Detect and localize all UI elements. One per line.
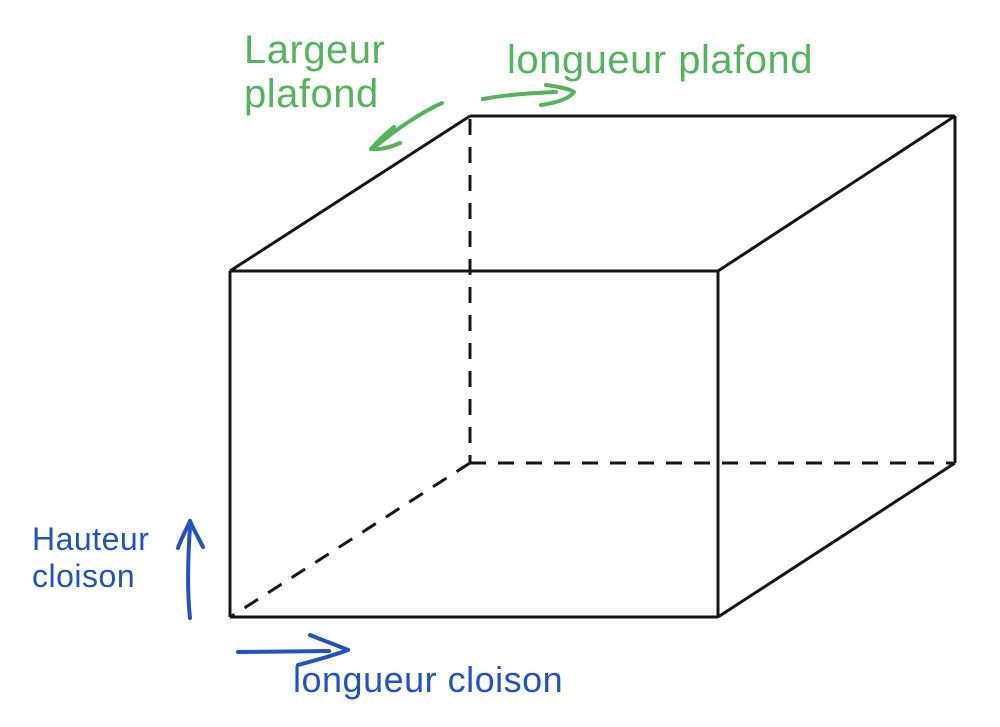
ceiling-width-arrow-shaft [374,101,444,148]
partition-height-arrow [176,519,205,620]
ceiling-length-arrow-head [539,83,576,107]
partition-height-label: Hauteur cloison [32,521,149,595]
ceiling-length-arrow-shaft [481,90,558,101]
ceiling-length-arrow [481,83,576,107]
edge-top-left-diagonal [229,114,471,273]
partition-length-label: longueur cloison [293,659,564,700]
partition-height-label-line2: cloison [32,558,136,595]
partition-height-label-line1: Hauteur [32,521,150,557]
edge-hidden-bottom-left-diagonal [231,461,471,618]
partition-length-arrow-shaft [236,649,331,654]
ceiling-width-arrow-barb-lower [369,141,402,152]
ceiling-width-label-line2: plafond [244,72,379,116]
edge-bottom-right-diagonal [717,461,956,619]
partition-length-arrow [236,633,350,667]
partition-length-arrow-barb-lower [296,648,350,667]
partition-length-arrow-barb-upper [308,633,350,652]
edge-top-right-diagonal [717,114,956,273]
ceiling-width-arrow [369,101,444,152]
cuboid-hidden-edges [231,119,953,618]
cuboid-solid-edges [228,114,957,619]
ceiling-length-label: longueur plafond [507,38,814,82]
ceiling-width-label-line1: Largeur [244,28,386,72]
partition-height-arrow-shaft [186,525,192,620]
partition-height-arrow-barb-right [188,519,205,549]
ceiling-width-label: Largeur plafond [244,28,385,116]
